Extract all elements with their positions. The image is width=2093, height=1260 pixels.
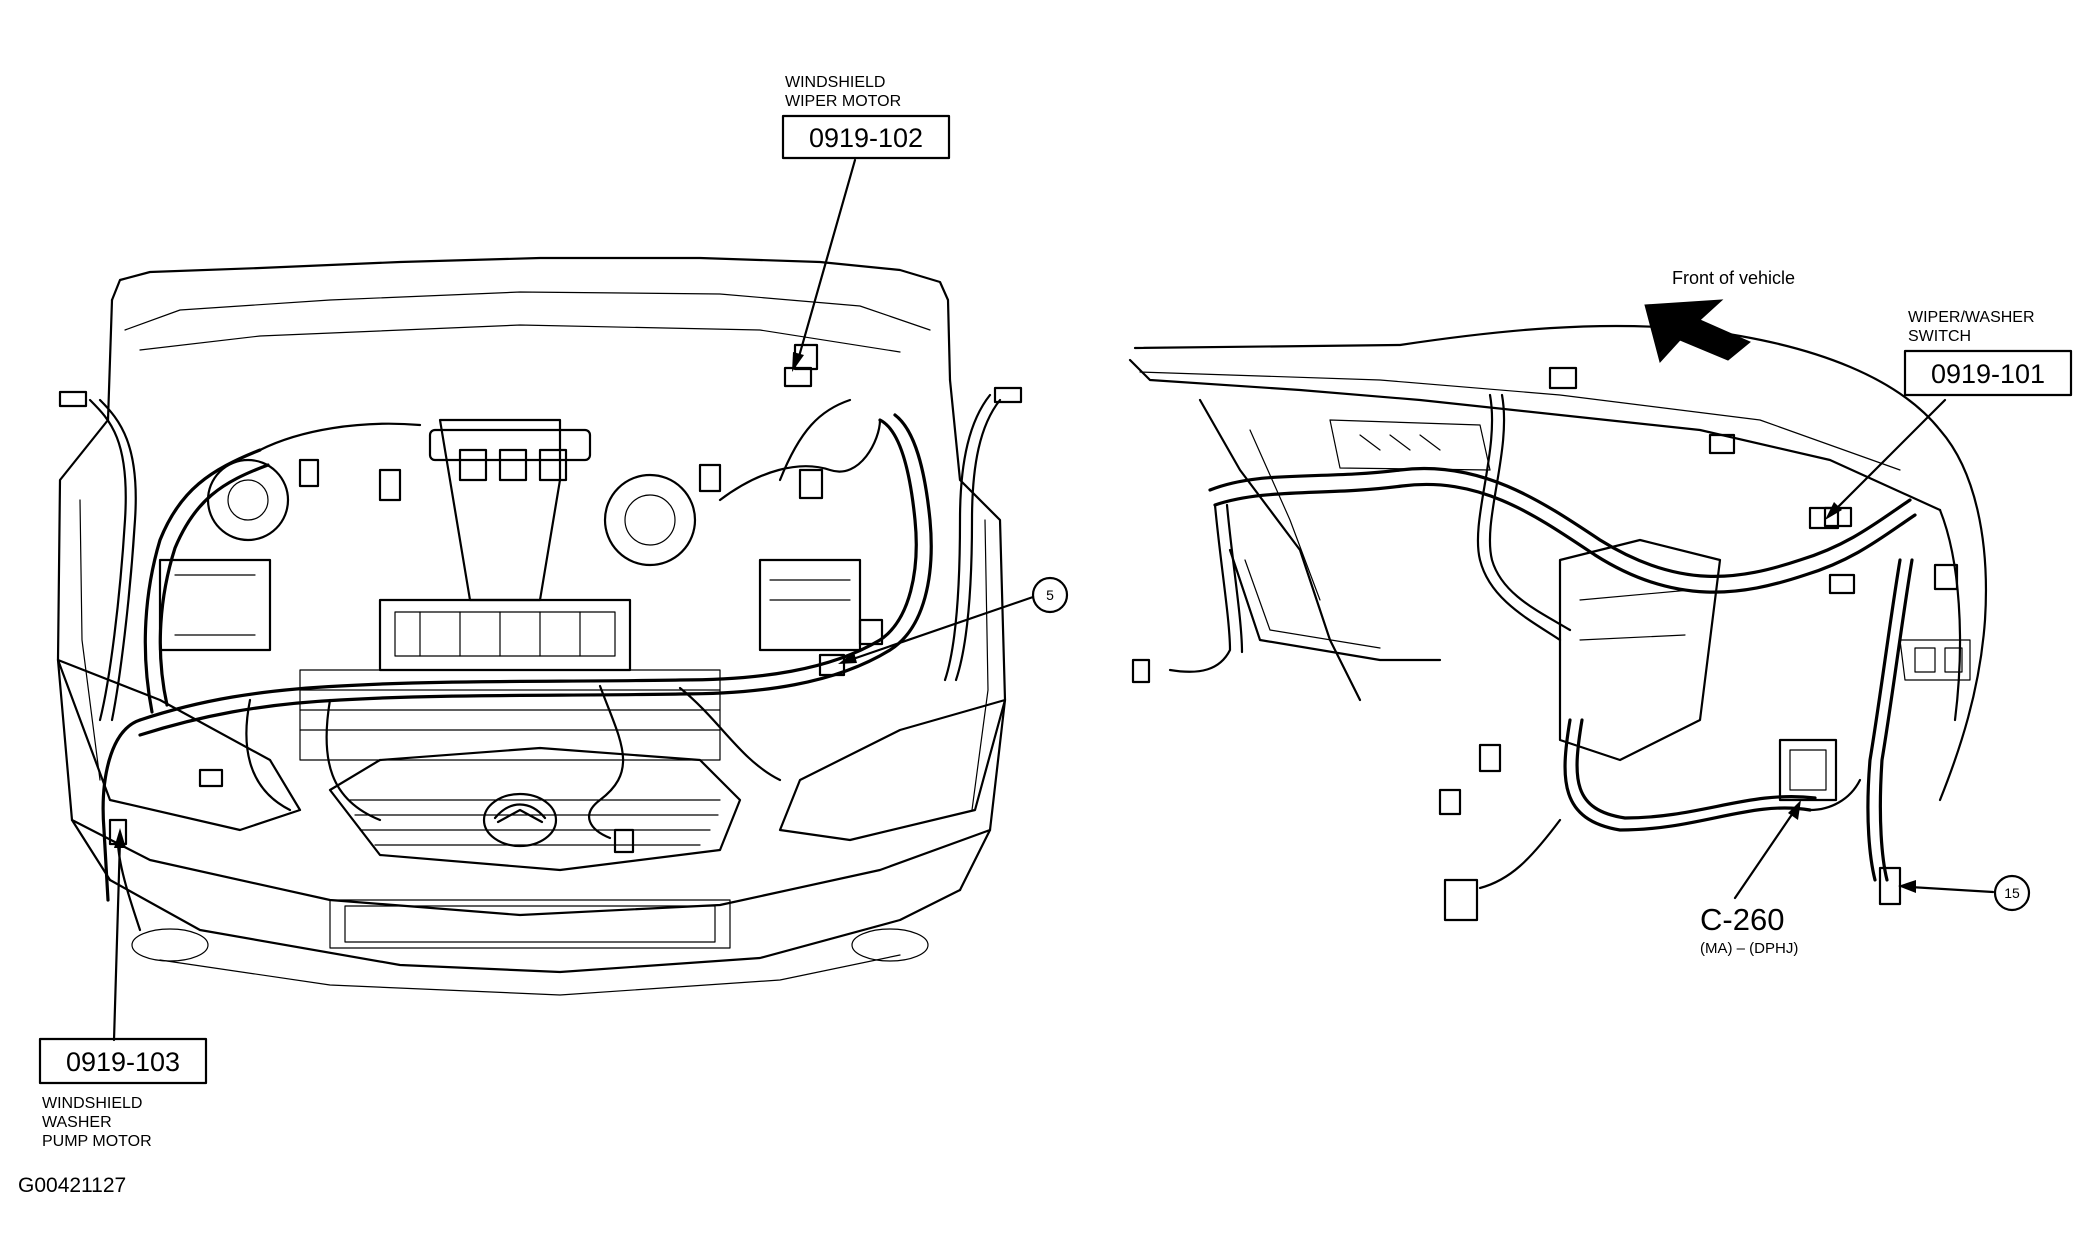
wiper-motor-label-line1: WINDSHIELD: [785, 74, 885, 91]
wiper-switch-label-line2: SWITCH: [1908, 328, 1971, 345]
washer-pump-label-line1: WINDSHIELD: [42, 1095, 142, 1112]
washer-pump-label-line2: WASHER: [42, 1114, 112, 1131]
c-260-connector: [1778, 738, 1838, 802]
wiper-motor-arrowhead: [792, 352, 804, 372]
callout-15: 15: [1898, 874, 2031, 912]
washer-pump-part-number: 0919-103: [66, 1047, 180, 1077]
front-of-vehicle-label: Front of vehicle: [1672, 268, 1795, 288]
wiper-switch-arrowhead: [1825, 502, 1842, 520]
wiper-motor-connector: [783, 366, 813, 388]
callout-5-number: 5: [1046, 587, 1054, 603]
wiper-motor-label-line2: WIPER MOTOR: [785, 93, 901, 110]
wiper-switch-part-number: 0919-101: [1931, 359, 2045, 389]
washer-pump-arrowhead: [114, 828, 126, 848]
wiper-motor-part-number: 0919-102: [809, 123, 923, 153]
connector-15: [1878, 866, 1902, 906]
callout-5: 5: [838, 576, 1069, 664]
washer-pump-callout: 0919-103 WINDSHIELD WASHER PUMP MOTOR: [38, 828, 208, 1150]
c-260-callout: C-260 (MA) – (DPHJ): [1700, 800, 1801, 957]
callout-15-arrowhead: [1898, 880, 1916, 893]
c-260-label: C-260: [1700, 902, 1784, 937]
c-260-arrowhead: [1788, 800, 1801, 820]
callout-5-arrowhead: [838, 652, 857, 664]
front-of-vehicle-arrow: [1644, 299, 1751, 364]
wiper-switch-callout: WIPER/WASHER SWITCH 0919-101: [1825, 309, 2073, 520]
callout-15-number: 15: [2004, 885, 2020, 901]
washer-pump-label-line3: PUMP MOTOR: [42, 1133, 152, 1150]
wiper-motor-callout: WINDSHIELD WIPER MOTOR 0919-102: [781, 74, 951, 372]
wiper-switch-connector: [1808, 506, 1840, 530]
instrument-panel-illustration: [1128, 299, 1988, 922]
engine-compartment-illustration: [56, 256, 1023, 996]
wiper-switch-label-line1: WIPER/WASHER: [1908, 309, 2035, 326]
c-260-sub-label: (MA) – (DPHJ): [1700, 940, 1798, 957]
figure-id: G00421127: [18, 1174, 126, 1197]
